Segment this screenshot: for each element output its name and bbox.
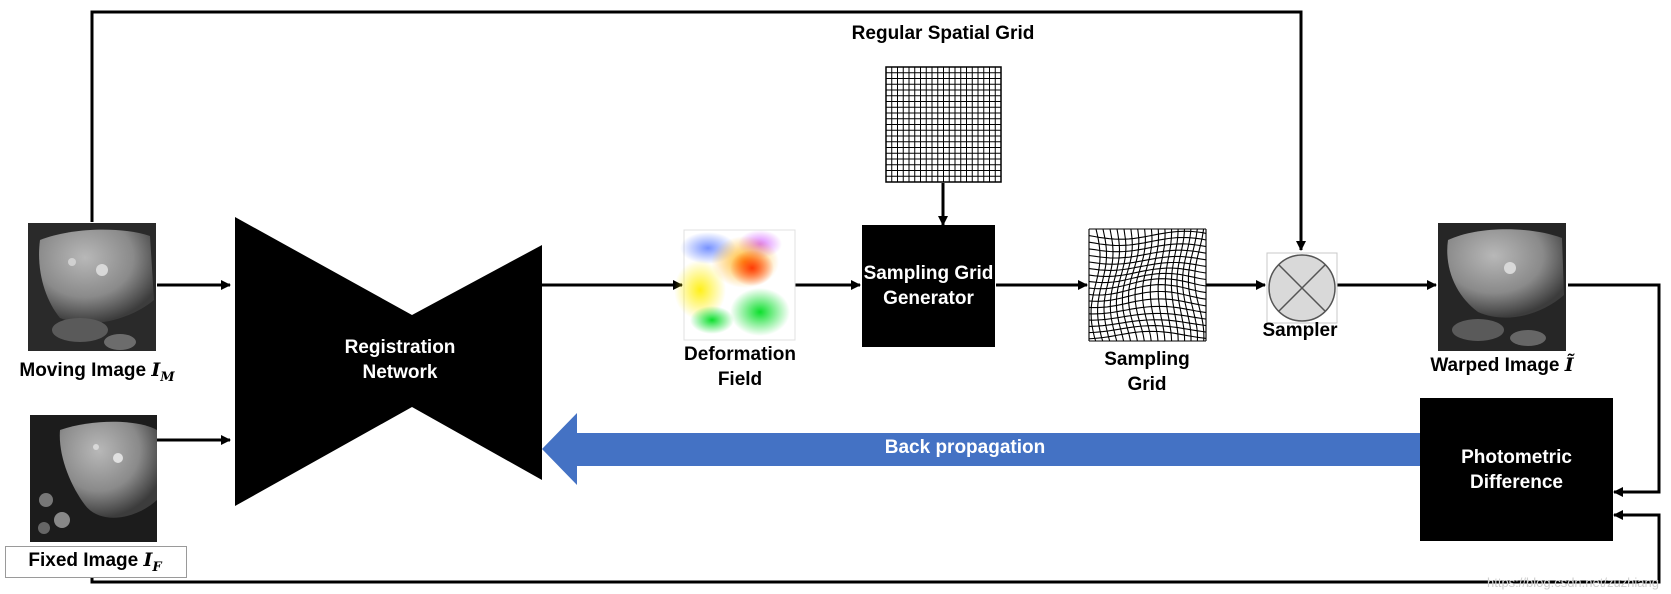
photometric-difference-box: Photometric Difference: [1420, 398, 1613, 541]
sampling-grid-generator-line1: Sampling Grid: [863, 263, 994, 284]
warped-image-label: Warped Image Ĩ: [1412, 353, 1592, 378]
warped-to-difference-connector: [1568, 283, 1661, 497]
regular-spatial-grid-image: [885, 66, 1002, 183]
deformation-field-line1: Deformation: [684, 344, 796, 365]
sampling-grid-image: [1088, 228, 1207, 342]
watermark: https://blog.csdn.net/zuzhiang: [1486, 575, 1659, 590]
back-propagation-text: Back propagation: [884, 437, 1046, 458]
moving-image-symbol: IM: [151, 359, 174, 385]
fixed-image-symbol-letter: I: [143, 549, 153, 571]
deformation-field-label: Deformation Field: [670, 342, 810, 392]
back-propagation-label: Back propagation: [860, 435, 1070, 460]
fixed-image-text: Fixed Image: [28, 550, 144, 571]
regular-spatial-grid-label: Regular Spatial Grid: [823, 21, 1063, 46]
moving-image-subscript: M: [160, 369, 175, 385]
sampling-grid-generator-label: Sampling Grid Generator: [864, 261, 994, 311]
sampler-text: Sampler: [1262, 320, 1338, 341]
warped-image: [1438, 223, 1566, 351]
sampling-grid-label: Sampling Grid: [1087, 347, 1207, 397]
photometric-difference-line2: Difference: [1470, 471, 1563, 493]
sampling-grid-generator-box: Sampling Grid Generator: [862, 225, 995, 347]
registration-network-shape: [235, 217, 542, 506]
registration-network-line2: Network: [362, 362, 438, 383]
fixed-image: [30, 415, 157, 542]
fixed-image-symbol: IF: [143, 549, 161, 575]
moving-image: [28, 223, 156, 351]
fixed-image-label-frame: [5, 546, 187, 578]
sampling-grid-line1: Sampling: [1104, 349, 1190, 370]
warped-image-text: Warped Image: [1430, 355, 1565, 376]
regular-spatial-grid-text: Regular Spatial Grid: [851, 23, 1035, 44]
deformation-field-line2: Field: [717, 369, 763, 390]
registration-network-label: Registration Network: [320, 335, 480, 385]
moving-image-symbol-letter: I: [151, 359, 161, 381]
sampler-symbol: [1266, 252, 1338, 324]
moving-image-text: Moving Image: [19, 360, 152, 381]
registration-network-line1: Registration: [344, 337, 456, 358]
sampler-label: Sampler: [1250, 318, 1350, 343]
sampling-grid-line2: Grid: [1127, 374, 1167, 395]
deformation-field-image: [674, 229, 796, 341]
fixed-image-label: Fixed Image IF: [5, 548, 185, 580]
fixed-image-subscript: F: [152, 559, 162, 575]
moving-image-label: Moving Image IM: [2, 358, 192, 390]
moving-to-sampler-connector: [90, 10, 1306, 251]
sampling-grid-generator-line2: Generator: [883, 288, 974, 309]
photometric-difference-label: Photometric Difference: [1461, 445, 1572, 495]
warped-image-symbol: Ĩ: [1564, 354, 1574, 376]
photometric-difference-line1: Photometric: [1461, 446, 1572, 468]
back-propagation-arrow: [542, 413, 1420, 485]
